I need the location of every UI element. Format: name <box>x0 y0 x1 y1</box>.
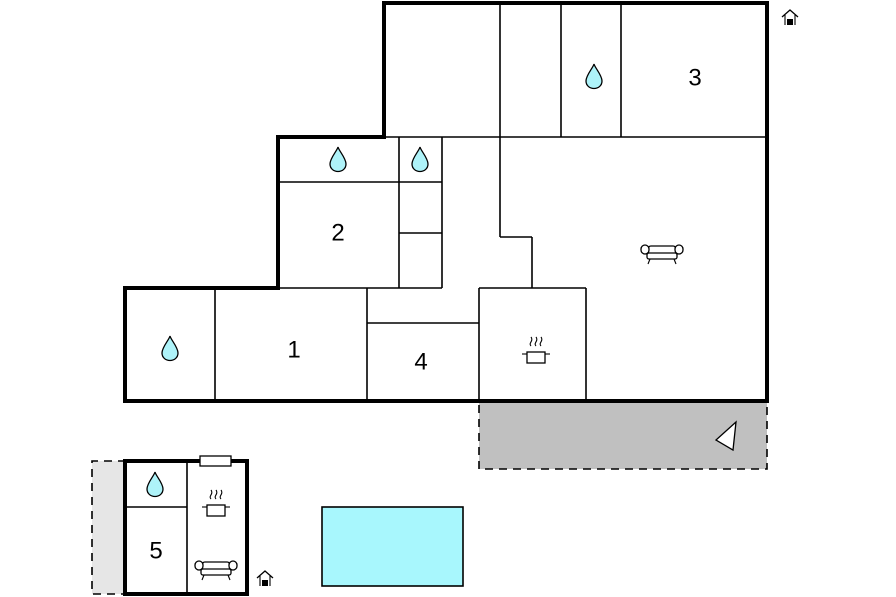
triangle-marker-icon <box>714 420 737 452</box>
annex-terrace-area <box>92 461 126 594</box>
water-drop-icon <box>585 63 603 90</box>
annex-outer-wall <box>123 459 249 596</box>
room-label-5: 5 <box>149 538 162 565</box>
terrace-area <box>478 400 768 470</box>
room-label-4: 4 <box>414 349 427 376</box>
house-entrance-icon <box>781 9 799 26</box>
annex-interior-walls <box>125 461 188 594</box>
main-house-outer-wall <box>123 1 769 403</box>
water-drop-icon <box>329 146 347 173</box>
room-label-1: 1 <box>287 337 300 364</box>
house-entrance-icon <box>256 570 274 587</box>
room-label-2: 2 <box>331 220 344 247</box>
sofa-icon <box>194 560 238 581</box>
pool <box>321 506 464 587</box>
annex-terrace-outline <box>91 460 126 595</box>
sofa-icon <box>640 244 684 265</box>
water-drop-icon <box>161 335 179 362</box>
cooking-pot-icon <box>201 489 231 517</box>
main-house-interior-walls <box>214 3 767 401</box>
room-label-3: 3 <box>688 65 701 92</box>
water-drop-icon <box>146 471 164 498</box>
cooking-pot-icon <box>521 336 551 364</box>
annex-window <box>199 455 232 467</box>
water-drop-icon <box>411 146 429 173</box>
